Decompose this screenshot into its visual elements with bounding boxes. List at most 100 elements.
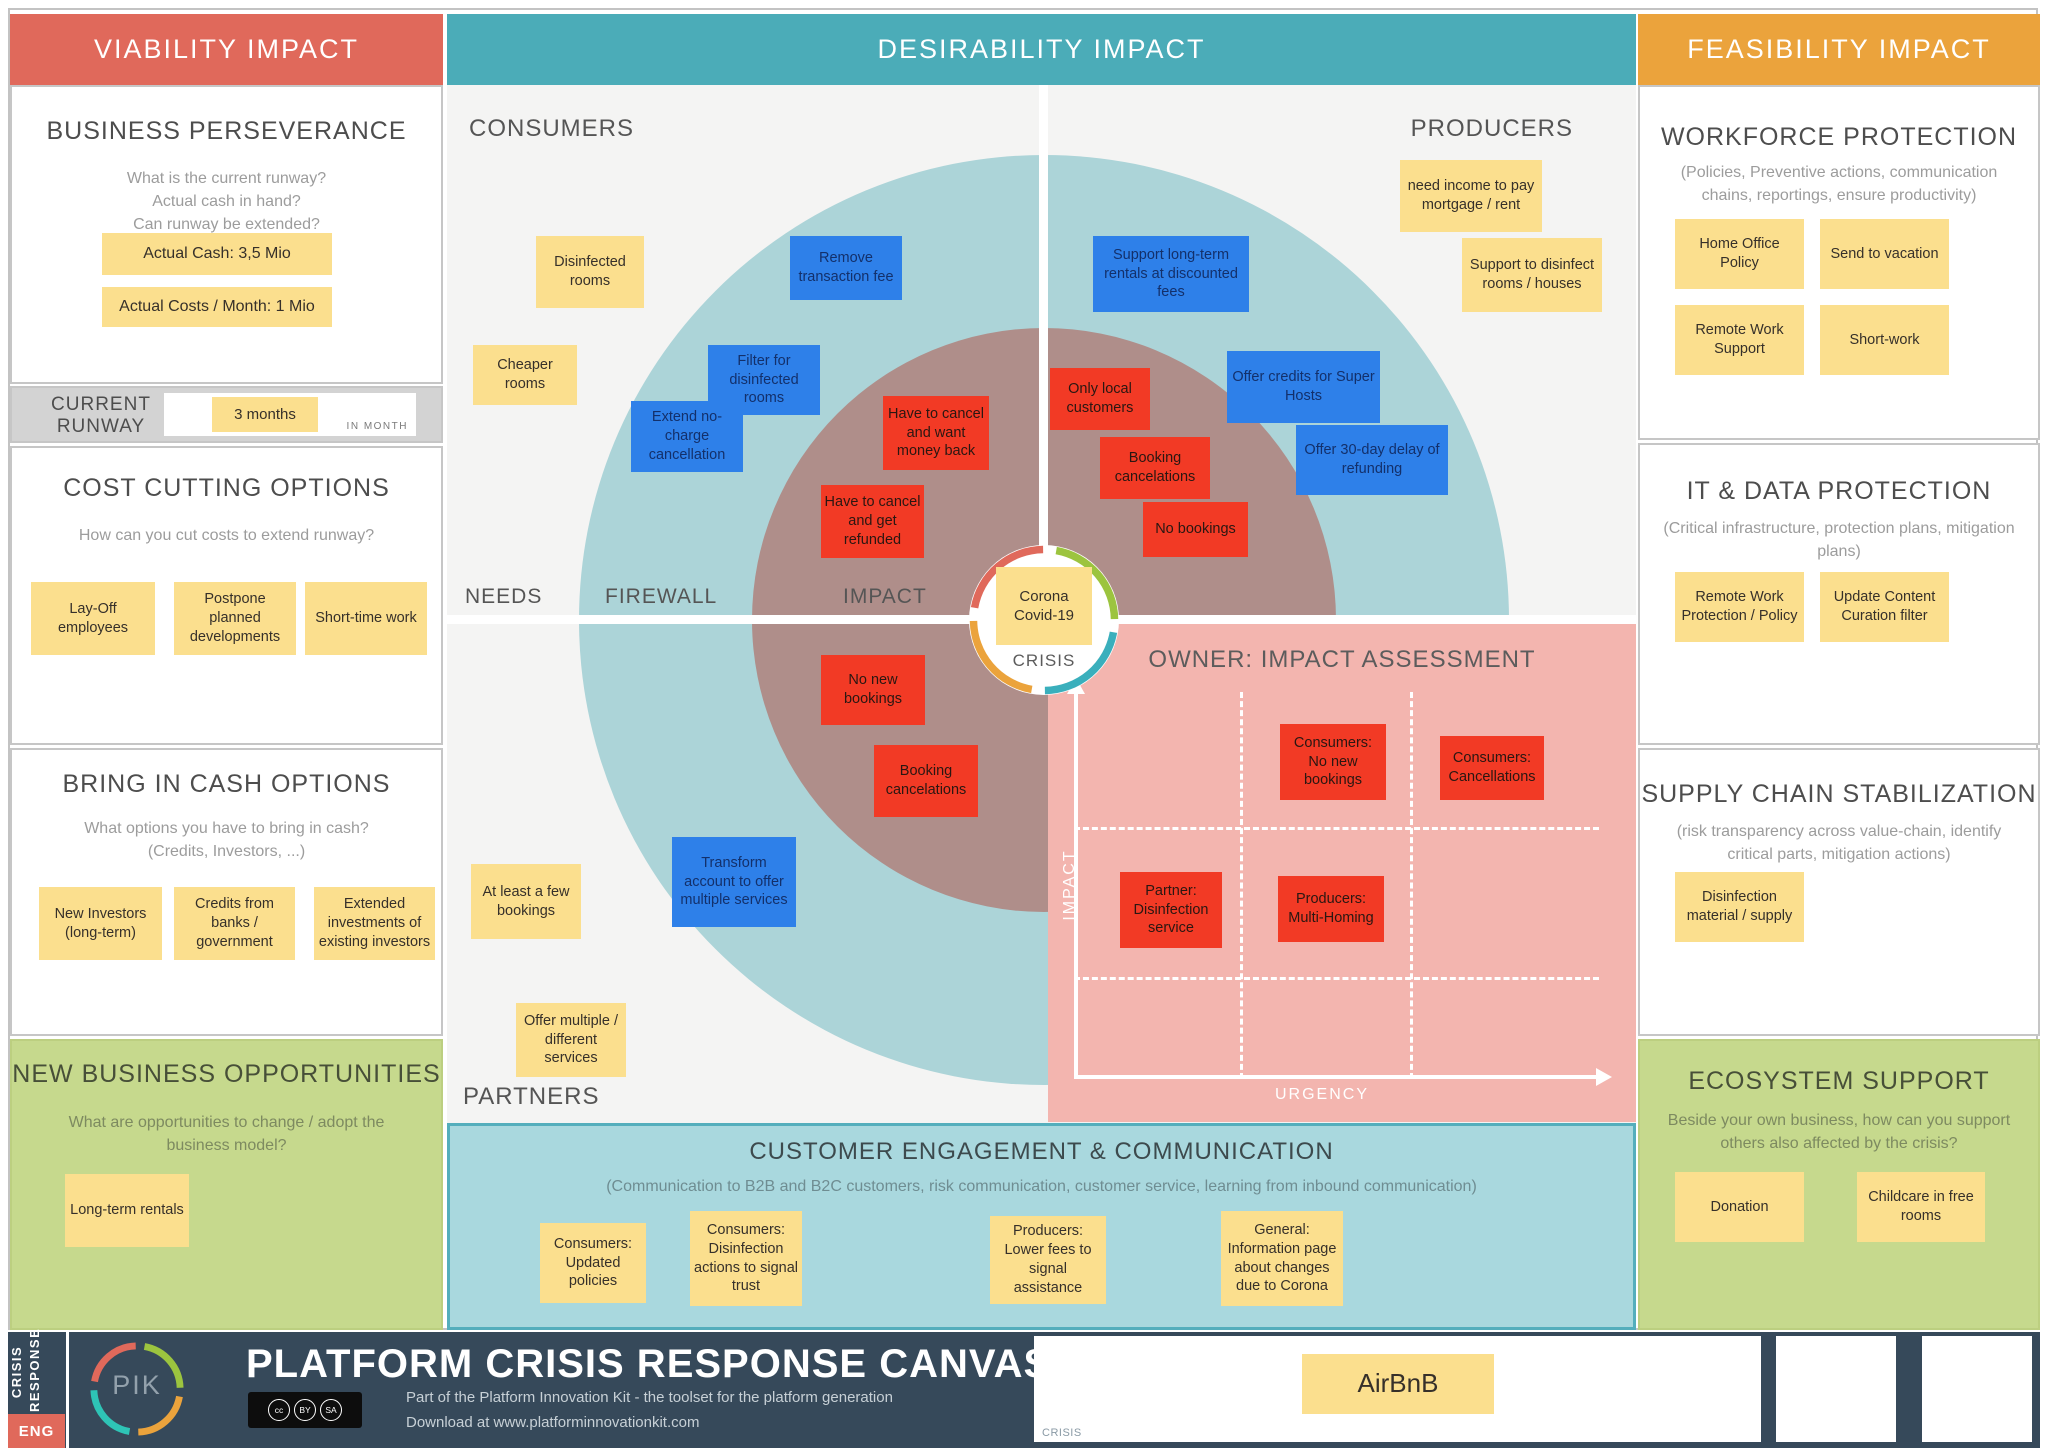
footer-empty-box-2[interactable] bbox=[1922, 1336, 2032, 1442]
ecosystem-support-title: ECOSYSTEM SUPPORT bbox=[1688, 1067, 1990, 1095]
pik-logo-text: PIK bbox=[112, 1370, 162, 1400]
sticky-note[interactable]: No bookings bbox=[1143, 502, 1248, 557]
sticky-note[interactable]: Consumers: Disinfection actions to signa… bbox=[690, 1211, 802, 1306]
workforce-protection-title: WORKFORCE PROTECTION bbox=[1660, 123, 2018, 151]
sticky-note[interactable]: At least a few bookings bbox=[471, 864, 581, 939]
business-perseverance-panel: BUSINESS PERSEVERANCE What is the curren… bbox=[10, 85, 443, 384]
sticky-note[interactable]: Send to vacation bbox=[1820, 219, 1949, 289]
x-axis-line bbox=[1074, 1075, 1596, 1079]
sticky-note[interactable]: Support long-term rentals at discounted … bbox=[1093, 236, 1249, 312]
sticky-note[interactable]: Home Office Policy bbox=[1675, 219, 1804, 289]
crisis-box-label: CRISIS bbox=[1042, 1427, 1082, 1439]
impact-assessment-title: OWNER: IMPACT ASSESSMENT bbox=[1148, 646, 1536, 673]
sticky-note[interactable]: Long-term rentals bbox=[65, 1174, 189, 1247]
sticky-note[interactable]: Short-time work bbox=[305, 582, 427, 655]
sticky-note[interactable]: Have to cancel and want money back bbox=[883, 396, 989, 470]
current-runway-unit: IN MONTH bbox=[346, 421, 408, 432]
bring-in-cash-question: What options you have to bring in cash? … bbox=[84, 820, 369, 861]
sticky-note[interactable]: Donation bbox=[1675, 1172, 1804, 1242]
sticky-note[interactable]: Actual Costs / Month: 1 Mio bbox=[102, 287, 332, 327]
pik-logo: PIK bbox=[88, 1340, 186, 1438]
business-perseverance-question: What is the current runway? Actual cash … bbox=[126, 170, 327, 234]
sticky-note[interactable]: Booking cancelations bbox=[1100, 437, 1210, 499]
sticky-note[interactable]: Support to disinfect rooms / houses bbox=[1462, 238, 1602, 312]
sticky-note[interactable]: Disinfected rooms bbox=[536, 236, 644, 308]
canvas-title: PLATFORM CRISIS RESPONSE CANVAS bbox=[246, 1342, 1052, 1386]
sticky-note[interactable]: Offer multiple / different services bbox=[516, 1003, 626, 1077]
sticky-note[interactable]: Lay-Off employees bbox=[31, 582, 155, 655]
crisis-response-vertical-label: CRISIS RESPONSE bbox=[9, 1327, 42, 1412]
viability-impact-title: VIABILITY IMPACT bbox=[93, 34, 360, 64]
sticky-note[interactable]: Have to cancel and get refunded bbox=[821, 485, 924, 558]
company-note[interactable]: AirBnB bbox=[1302, 1354, 1494, 1414]
producers-label: PRODUCERS bbox=[1410, 115, 1573, 142]
pik-ring-icon bbox=[90, 1342, 184, 1436]
sticky-note[interactable]: Booking cancelations bbox=[874, 745, 978, 817]
current-runway-label: CURRENT RUNWAY bbox=[51, 394, 151, 437]
tagline-line-2[interactable]: Download at www.platforminnovationkit.co… bbox=[406, 1413, 700, 1431]
cc-by-icon: BY bbox=[294, 1399, 316, 1421]
sticky-note[interactable]: Update Content Curation filter bbox=[1820, 572, 1949, 642]
bring-in-cash-panel: BRING IN CASH OPTIONS What options you h… bbox=[10, 748, 443, 1036]
y-axis-line bbox=[1074, 694, 1078, 1079]
consumers-label: CONSUMERS bbox=[469, 115, 635, 142]
cc-icon: cc bbox=[268, 1399, 290, 1421]
cost-cutting-panel: COST CUTTING OPTIONS How can you cut cos… bbox=[10, 446, 443, 745]
needs-label: NEEDS bbox=[465, 585, 543, 608]
viability-impact-header: VIABILITY IMPACT bbox=[10, 14, 443, 85]
supply-chain-title: SUPPLY CHAIN STABILIZATION bbox=[1641, 780, 2037, 808]
new-business-question: What are opportunities to change / adopt… bbox=[68, 1114, 385, 1155]
sticky-note[interactable]: Credits from banks / government bbox=[174, 887, 295, 960]
sticky-note[interactable]: Extend no-charge cancellation bbox=[631, 401, 743, 472]
sticky-note[interactable]: Producers: Multi-Homing bbox=[1278, 876, 1384, 942]
cc-license-badge[interactable]: cc BY SA bbox=[248, 1392, 362, 1428]
sticky-note[interactable]: Actual Cash: 3,5 Mio bbox=[102, 233, 332, 275]
current-runway-field[interactable]: 3 months IN MONTH bbox=[164, 393, 416, 436]
sticky-note[interactable]: Offer 30-day delay of refunding bbox=[1296, 425, 1448, 495]
crisis-label: CRISIS bbox=[1012, 651, 1076, 670]
crisis-note[interactable]: Corona Covid-19 bbox=[996, 567, 1092, 645]
footer-title-row: PLATFORM CRISIS RESPONSE CANVAS 0.3 bbox=[246, 1342, 1098, 1387]
impact-assessment-quadrant: OWNER: IMPACT ASSESSMENT IMPACT URGENCY … bbox=[1048, 624, 1636, 1122]
footer-side-strip: CRISIS RESPONSE ENG bbox=[8, 1327, 65, 1448]
sticky-note[interactable]: General: Information page about changes … bbox=[1221, 1211, 1343, 1306]
sticky-note[interactable]: New Investors (long-term) bbox=[39, 887, 162, 960]
sticky-note[interactable]: Consumers: Updated policies bbox=[540, 1223, 646, 1303]
customer-engagement-panel: CUSTOMER ENGAGEMENT & COMMUNICATION (Com… bbox=[447, 1123, 1636, 1330]
footer-empty-box-1[interactable] bbox=[1776, 1336, 1896, 1442]
sticky-note[interactable]: Postpone planned developments bbox=[174, 582, 296, 655]
sticky-note[interactable]: Remove transaction fee bbox=[790, 236, 902, 300]
sticky-note[interactable]: Remote Work Protection / Policy bbox=[1675, 572, 1804, 642]
customer-engagement-subtitle: (Communication to B2B and B2C customers,… bbox=[606, 1178, 1477, 1195]
sticky-note[interactable]: Transform account to offer multiple serv… bbox=[672, 837, 796, 927]
sticky-note[interactable]: Consumers: Cancellations bbox=[1440, 736, 1544, 800]
cost-cutting-question: How can you cut costs to extend runway? bbox=[78, 527, 375, 544]
grid-dash-vertical bbox=[1240, 692, 1243, 1079]
current-runway-value-note[interactable]: 3 months bbox=[212, 397, 318, 432]
cc-sa-icon: SA bbox=[320, 1399, 342, 1421]
sticky-note[interactable]: Only local customers bbox=[1050, 368, 1150, 430]
sticky-note[interactable]: Disinfection material / supply bbox=[1675, 872, 1804, 942]
sticky-note[interactable]: Cheaper rooms bbox=[473, 345, 577, 405]
desirability-impact-header: DESIRABILITY IMPACT bbox=[447, 14, 1636, 85]
sticky-note[interactable]: Offer credits for Super Hosts bbox=[1227, 351, 1380, 423]
footer-tagline: Part of the Platform Innovation Kit - th… bbox=[406, 1386, 893, 1436]
sticky-note[interactable]: Consumers: No new bookings bbox=[1280, 724, 1386, 800]
sticky-note[interactable]: need income to pay mortgage / rent bbox=[1400, 160, 1542, 232]
grid-dash-horizontal bbox=[1074, 977, 1599, 980]
sticky-note[interactable]: Remote Work Support bbox=[1675, 305, 1804, 375]
sticky-note[interactable]: Partner: Disinfection service bbox=[1120, 872, 1222, 948]
sticky-note[interactable]: Short-work bbox=[1820, 305, 1949, 375]
sticky-note[interactable]: No new bookings bbox=[821, 655, 925, 725]
vertical-divider-line bbox=[1039, 85, 1048, 624]
sticky-note[interactable]: Extended investments of existing investo… bbox=[314, 887, 435, 960]
sticky-note[interactable]: Childcare in free rooms bbox=[1857, 1172, 1985, 1242]
feasibility-impact-header: FEASIBILITY IMPACT bbox=[1638, 14, 2040, 85]
grid-dash-vertical bbox=[1410, 692, 1413, 1079]
supply-chain-question: (risk transparency across value-chain, i… bbox=[1676, 823, 2002, 864]
new-business-title: NEW BUSINESS OPPORTUNITIES bbox=[12, 1060, 441, 1088]
it-data-protection-panel: IT & DATA PROTECTION (Critical infrastru… bbox=[1638, 443, 2040, 745]
sticky-note[interactable]: Producers: Lower fees to signal assistan… bbox=[990, 1216, 1106, 1304]
crisis-name-box[interactable]: AirBnB CRISIS bbox=[1034, 1336, 1761, 1442]
language-tag[interactable]: ENG bbox=[8, 1414, 65, 1448]
